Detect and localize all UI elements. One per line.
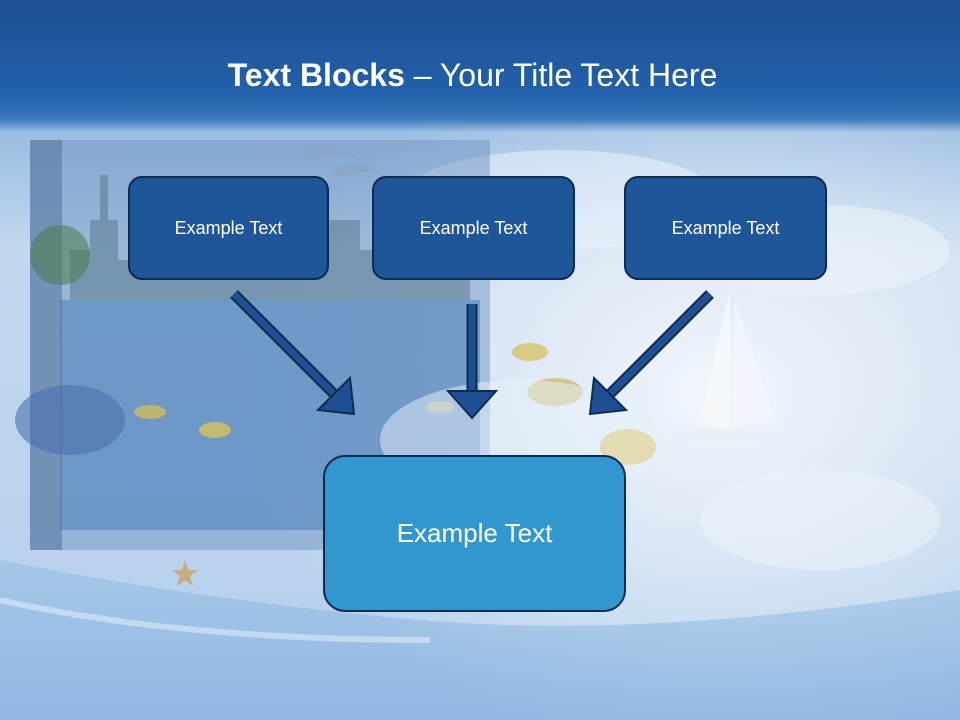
- title-rest: – Your Title Text Here: [404, 57, 718, 93]
- example-text-box-3[interactable]: Example Text: [624, 176, 827, 280]
- example-text-box-2[interactable]: Example Text: [372, 176, 575, 280]
- title-bar: [0, 0, 960, 132]
- page-title: Text Blocks – Your Title Text Here: [0, 52, 945, 98]
- box-1-label: Example Text: [174, 217, 283, 238]
- result-text-box[interactable]: Example Text: [323, 455, 626, 612]
- result-label: Example Text: [396, 518, 553, 548]
- box-3-label: Example Text: [671, 217, 780, 238]
- box-2-label: Example Text: [419, 217, 528, 238]
- example-text-box-1[interactable]: Example Text: [128, 176, 329, 280]
- title-bold: Text Blocks: [227, 57, 405, 93]
